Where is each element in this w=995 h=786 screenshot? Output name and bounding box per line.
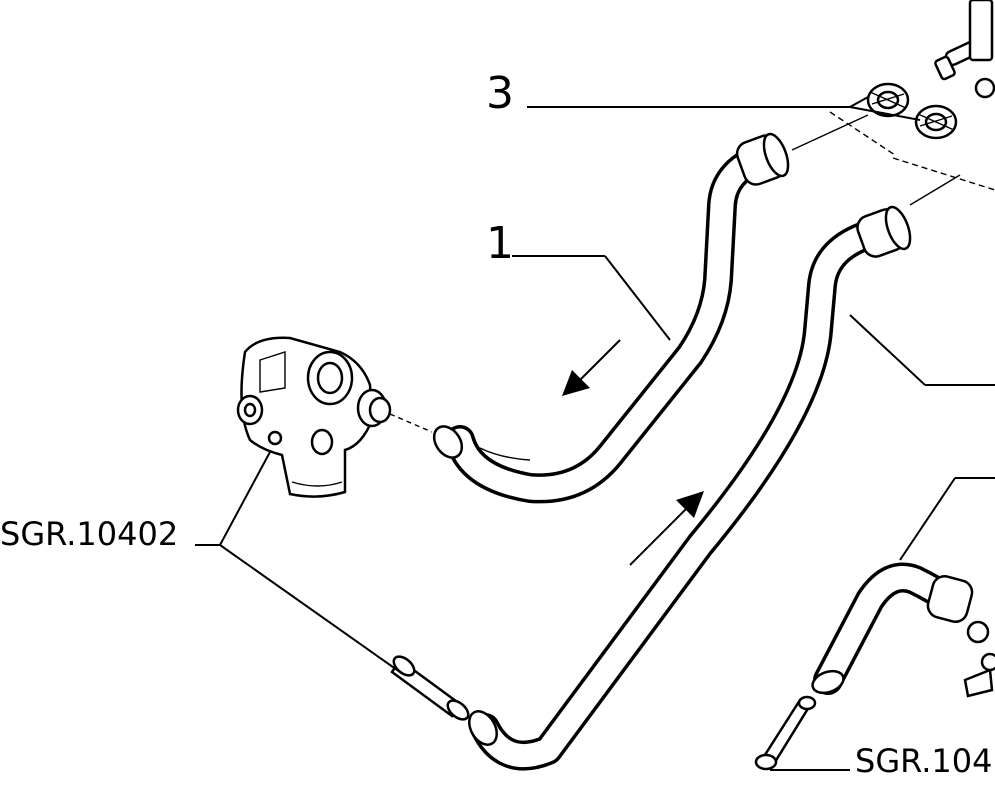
hose-clamp-icon [914, 104, 958, 140]
hose-1-end [432, 425, 464, 459]
hose-3-collar [926, 574, 974, 624]
bolt-icon [754, 695, 817, 771]
flow-arrow-icon [629, 491, 704, 566]
hose-2-end [468, 710, 498, 746]
thermostat-housing-icon [236, 336, 392, 498]
bolt-icon [390, 655, 470, 721]
callout-1: 1 [486, 218, 514, 269]
ref-label-left: SGR.10402 [0, 515, 178, 553]
hose-3 [811, 562, 974, 695]
callout-3: 3 [486, 68, 514, 119]
bolt-icon [968, 0, 995, 99]
hose-clamp-icon [963, 620, 995, 698]
hose-3-end [811, 669, 845, 695]
ref-label-bottom: SGR.104 [855, 742, 992, 780]
hose-2 [468, 205, 912, 771]
flow-arrow-icon [562, 339, 621, 396]
hose-clamp-icon [866, 82, 910, 118]
leader-lines [195, 96, 995, 771]
hose-1 [432, 132, 790, 504]
